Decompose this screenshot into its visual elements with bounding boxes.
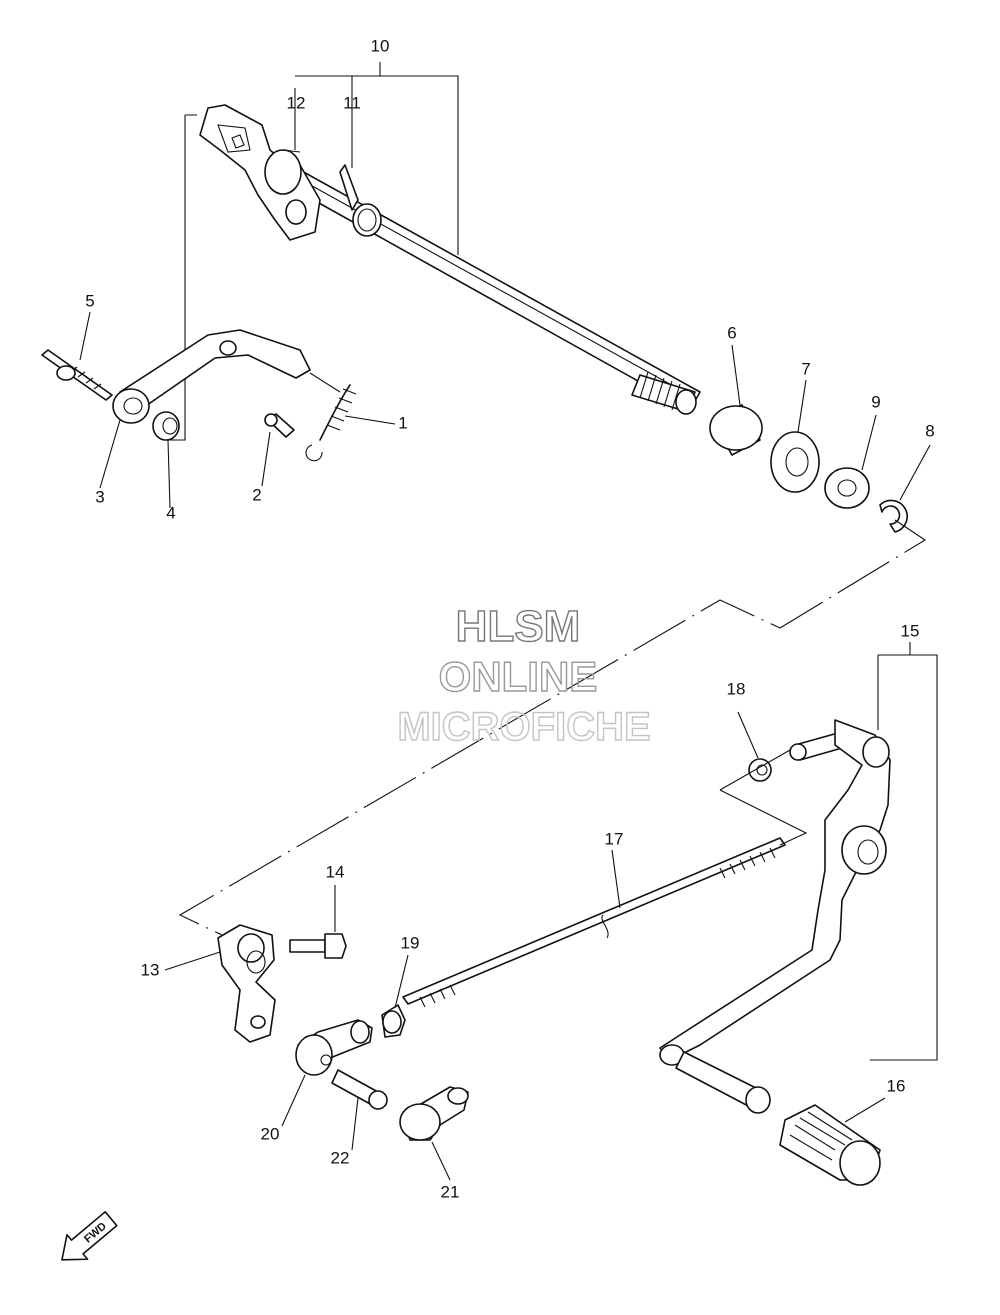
callout-6: 6 [727,323,736,342]
callout-leaders [79,311,931,1181]
callout-16: 16 [887,1076,906,1095]
shift-rod-group [295,837,786,1141]
shift-pedal-16[interactable] [659,719,891,1061]
shift-shaft-assembly [168,62,701,441]
forward-arrow-icon: FWD [61,1211,118,1261]
bolt-14[interactable] [289,939,326,953]
callout-2: 2 [252,485,261,504]
watermark-line-1: HLSM [456,602,581,651]
bolt-5[interactable] [41,349,113,401]
callout-17: 17 [605,829,624,848]
collar-12[interactable] [264,149,302,195]
callout-11: 11 [343,93,361,112]
callout-14: 14 [326,862,345,881]
callout-1: 1 [398,413,407,432]
spring-1[interactable] [319,384,351,441]
callout-5: 5 [85,291,94,310]
shift-pedal-group [659,642,938,1186]
torsion-spring-11[interactable] [352,203,382,237]
callout-labels: 1 2 3 4 5 6 7 8 9 10 11 12 13 14 15 16 1… [85,36,934,1201]
washer-9[interactable] [824,467,870,509]
callout-10: 10 [371,36,390,55]
watermark: HLSM ONLINE MICROFICHE [397,601,652,749]
shaft-bushing-set [709,404,908,533]
shift-rod-17[interactable] [402,837,786,1005]
callout-13: 13 [141,960,160,979]
callout-15: 15 [901,621,920,640]
oil-seal-7[interactable] [770,431,820,493]
callout-18: 18 [727,679,746,698]
shift-arm-group [217,924,347,1043]
callout-21: 21 [441,1182,460,1201]
collar-4[interactable] [152,411,180,441]
callout-9: 9 [871,392,880,411]
stopper-lever-group [41,329,357,462]
callout-4: 4 [166,503,175,522]
callout-20: 20 [261,1124,280,1143]
circlip-8[interactable] [879,499,908,533]
stopper-lever-3[interactable] [119,329,311,411]
watermark-line-2: ONLINE [439,653,598,700]
callout-8: 8 [925,421,934,440]
callout-3: 3 [95,487,104,506]
callout-22: 22 [331,1148,350,1167]
watermark-line-3: MICROFICHE [397,705,650,749]
callout-7: 7 [801,359,810,378]
callout-12: 12 [287,93,306,112]
callout-19: 19 [401,933,420,952]
